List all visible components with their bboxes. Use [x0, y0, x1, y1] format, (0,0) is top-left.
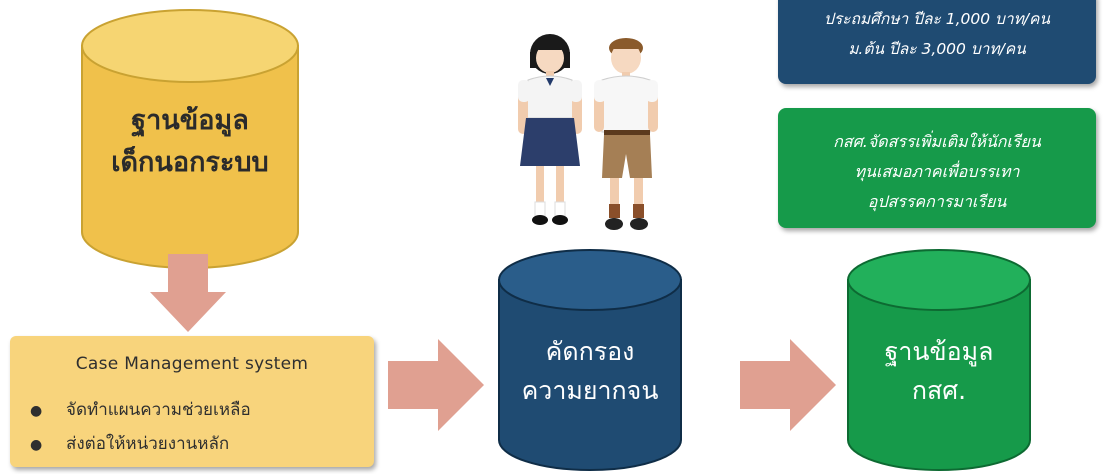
cylinder-shape — [498, 249, 682, 471]
list-item: ● ส่งต่อให้หน่วยงานหลัก — [30, 430, 229, 457]
database-out-of-school-cylinder: ฐานข้อมูล เด็กนอกระบบ — [80, 8, 300, 270]
cylinder-shape — [847, 249, 1031, 471]
case-item-label: ส่งต่อให้หน่วยงานหลัก — [66, 434, 230, 454]
students-illustration — [518, 34, 658, 230]
arrow-right-icon — [740, 339, 836, 431]
subsidy-line2: ม.ต้น ปีละ 3,000 บาท/คน — [848, 40, 1026, 58]
poverty-screening-cylinder: คัดกรอง ความยากจน — [497, 248, 683, 472]
eef-label-line1: ฐานข้อมูล — [884, 337, 994, 366]
grant-line3: อุปสรรคการมาเรียน — [867, 192, 1007, 211]
case-item-label: จัดทำแผนความช่วยเหลือ — [66, 400, 251, 420]
cylinder-shape — [81, 9, 299, 269]
subsidy-line1: ประถมศึกษา ปีละ 1,000 บาท/คน — [824, 10, 1050, 28]
grant-line2: ทุนเสมอภาคเพื่อบรรเทา — [854, 162, 1020, 181]
subsidy-rate-box: ประถมศึกษา ปีละ 1,000 บาท/คน ม.ต้น ปีละ … — [778, 0, 1096, 84]
db-label-line2: เด็กนอกระบบ — [111, 146, 269, 178]
list-item: ● จัดทำแผนความช่วยเหลือ — [30, 396, 251, 423]
bullet-icon: ● — [30, 403, 43, 419]
db-label-line1: ฐานข้อมูล — [131, 105, 249, 136]
arrow-right-icon — [388, 339, 484, 431]
case-management-box: Case Management system ● จัดทำแผนความช่วย… — [10, 336, 374, 467]
student-boy-illustration — [594, 38, 658, 230]
equity-grant-box: กสศ.จัดสรรเพิ่มเติมให้นักเรียน ทุนเสมอภา… — [778, 108, 1096, 228]
eef-label-line2: กสศ. — [911, 375, 967, 405]
arrow-down-icon — [150, 254, 226, 332]
grant-line1: กสศ.จัดสรรเพิ่มเติมให้นักเรียน — [833, 132, 1041, 151]
database-eef-cylinder: ฐานข้อมูล กสศ. — [846, 248, 1032, 472]
screening-label-line2: ความยากจน — [521, 375, 659, 405]
student-girl-illustration — [518, 34, 582, 225]
bullet-icon: ● — [30, 437, 43, 453]
case-management-title: Case Management system — [75, 354, 309, 374]
screening-label-line1: คัดกรอง — [545, 337, 635, 366]
